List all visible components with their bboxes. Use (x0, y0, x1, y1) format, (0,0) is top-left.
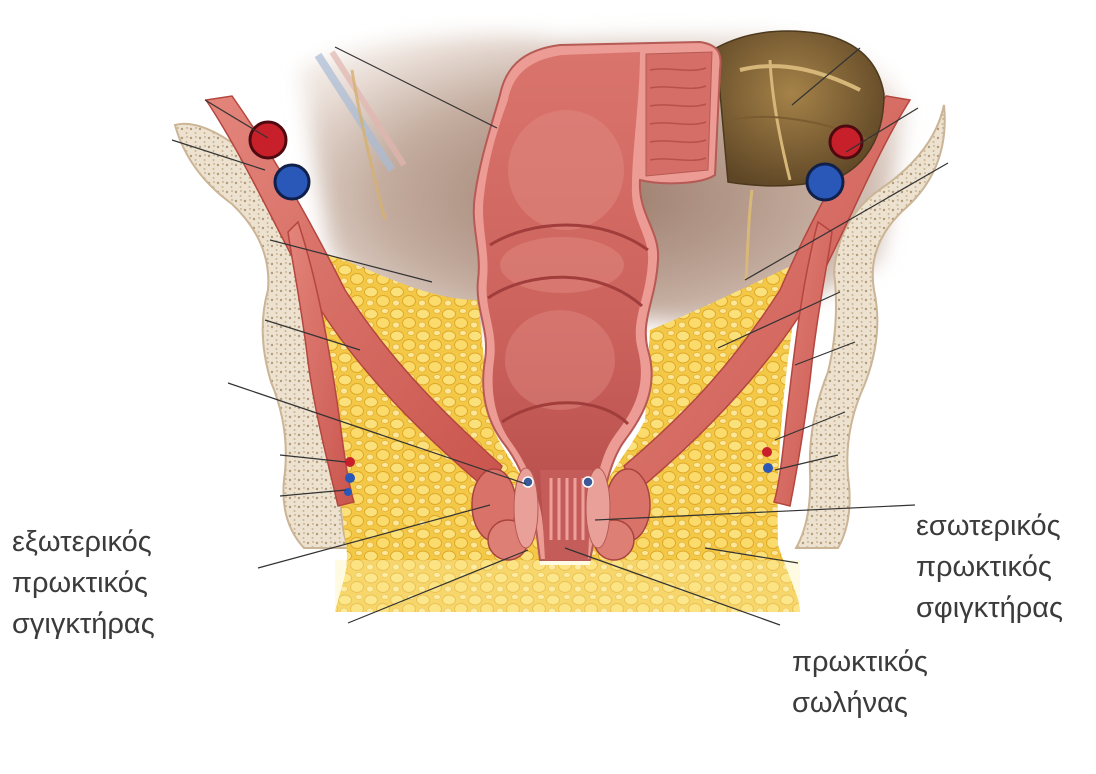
label-line: πρωκτικός (12, 563, 155, 604)
perianal-fat-shade (335, 560, 800, 612)
label-line: πρωκτικός (916, 547, 1063, 588)
label-line: πρωκτικός (792, 642, 928, 683)
label-line: εσωτερικός (916, 506, 1063, 547)
left-artery (250, 122, 286, 158)
left-pudendal-vein (345, 473, 355, 483)
left-canal-vessel (523, 477, 533, 487)
left-vein (275, 165, 309, 199)
right-pudendal-artery (762, 447, 772, 457)
right-artery (830, 126, 862, 158)
right-pudendal-vein (763, 463, 773, 473)
left-pudendal-artery (345, 457, 355, 467)
right-vein (807, 164, 843, 200)
rectal-mucosa-fold-section (646, 52, 712, 176)
label-external-anal-sphincter: εξωτερικός πρωκτικός σγιγκτήρας (12, 522, 155, 645)
label-line: σγιγκτήρας (12, 604, 155, 645)
label-line: σφιγκτήρας (916, 588, 1063, 629)
label-internal-anal-sphincter: εσωτερικός πρωκτικός σφιγκτήρας (916, 506, 1063, 629)
right-canal-vessel (583, 477, 593, 487)
left-pudendal-vein-2 (344, 488, 352, 496)
label-line: σωλήνας (792, 683, 928, 724)
label-line: εξωτερικός (12, 522, 155, 563)
label-anal-canal: πρωκτικός σωλήνας (792, 642, 928, 724)
